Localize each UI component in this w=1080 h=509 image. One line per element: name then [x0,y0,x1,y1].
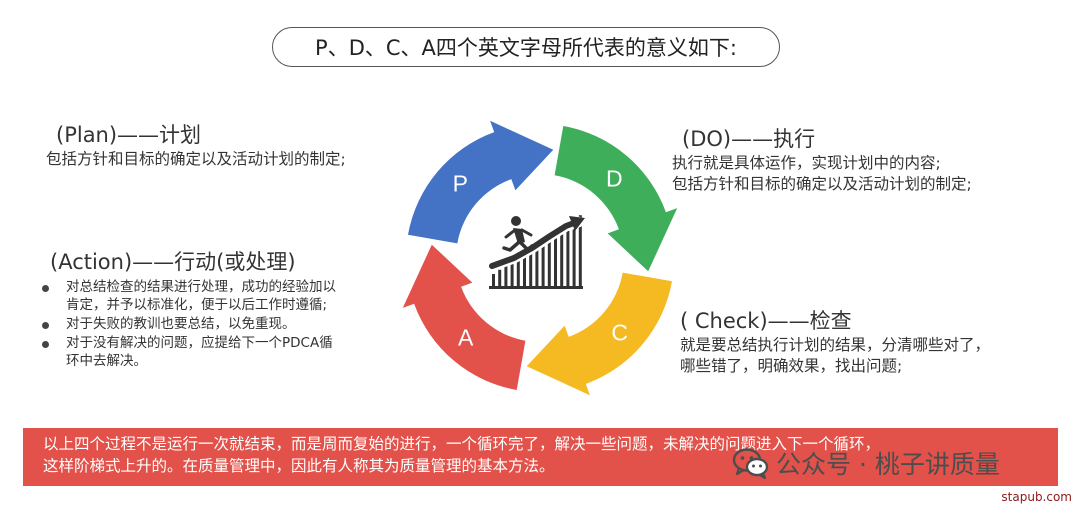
cycle-letter-a: A [458,325,474,351]
cycle-arrow-d [554,126,678,272]
cycle-letter-p: P [453,171,468,197]
action-line: 对于没有解决的问题，应提给下一个PDCA循 [66,335,333,351]
banner-line: 这样阶梯式上升的。在质量管理中，因此有人称其为质量管理的基本方法。 [43,457,555,475]
list-item: 对于没有解决的问题，应提给下一个PDCA循 环中去解决。 [42,334,336,370]
check-line: 就是要总结执行计划的结果，分清哪些对了， [680,336,991,354]
do-line: 执行就是具体运作，实现计划中的内容; [672,154,941,172]
pdca-cycle-diagram: P D C A [402,120,678,396]
cycle-arrow-p [408,120,554,244]
bullet-icon [42,322,49,329]
list-item: 对于失败的教训也要总结，以免重现。 [42,315,336,333]
action-title: (Action)——行动(或处理) [50,250,296,274]
bullet-icon [42,285,49,292]
check-title: ( Check)——检查 [680,309,852,333]
action-line: 对总结检查的结果进行处理，成功的经验加以 [66,279,336,295]
site-label: stapub.com [1001,490,1072,504]
action-line: 环中去解决。 [66,353,147,369]
do-block: (DO)——执行 执行就是具体运作，实现计划中的内容; 包括方针和目标的确定以及… [672,125,972,195]
stair-climber-growth-icon [486,215,585,289]
cycle-arrow-a [402,244,526,390]
header-title: P、D、C、A四个英文字母所代表的意义如下: [272,27,780,67]
watermark: 公众号 · 桃子讲质量 [732,445,1000,481]
action-list: 对总结检查的结果进行处理，成功的经验加以 肯定，并予以标准化，便于以后工作时遵循… [42,278,336,370]
cycle-arrows: P D C A [402,120,678,396]
cycle-arrow-c [526,272,672,396]
list-item: 对总结检查的结果进行处理，成功的经验加以 肯定，并予以标准化，便于以后工作时遵循… [42,278,336,314]
cycle-letter-d: D [606,165,623,191]
wechat-icon [732,448,769,479]
check-block: ( Check)——检查 就是要总结执行计划的结果，分清哪些对了， 哪些错了，明… [680,307,990,377]
action-line: 对于失败的教训也要总结，以免重现。 [66,316,296,332]
banner-line: 以上四个过程不是运行一次就结束，而是周而复始的进行，一个循环完了，解决一些问题，… [43,435,881,453]
do-title: (DO)——执行 [682,127,816,151]
watermark-text: 公众号 · 桃子讲质量 [776,450,1000,479]
do-line: 包括方针和目标的确定以及活动计划的制定; [672,175,972,193]
action-line: 肯定，并予以标准化，便于以后工作时遵循; [66,297,328,313]
plan-title: (Plan)——计划 [56,123,202,147]
bullet-icon [42,341,49,348]
action-block: (Action)——行动(或处理) 对总结检查的结果进行处理，成功的经验加以 肯… [42,248,336,371]
plan-line: 包括方针和目标的确定以及活动计划的制定; [46,150,346,168]
summary-banner: 以上四个过程不是运行一次就结束，而是周而复始的进行，一个循环完了，解决一些问题，… [23,428,1058,486]
cycle-letter-c: C [611,319,628,345]
plan-block: (Plan)——计划 包括方针和目标的确定以及活动计划的制定; [46,121,346,170]
check-line: 哪些错了，明确效果，找出问题; [680,357,903,375]
header-title-text: P、D、C、A四个英文字母所代表的意义如下: [315,36,737,60]
